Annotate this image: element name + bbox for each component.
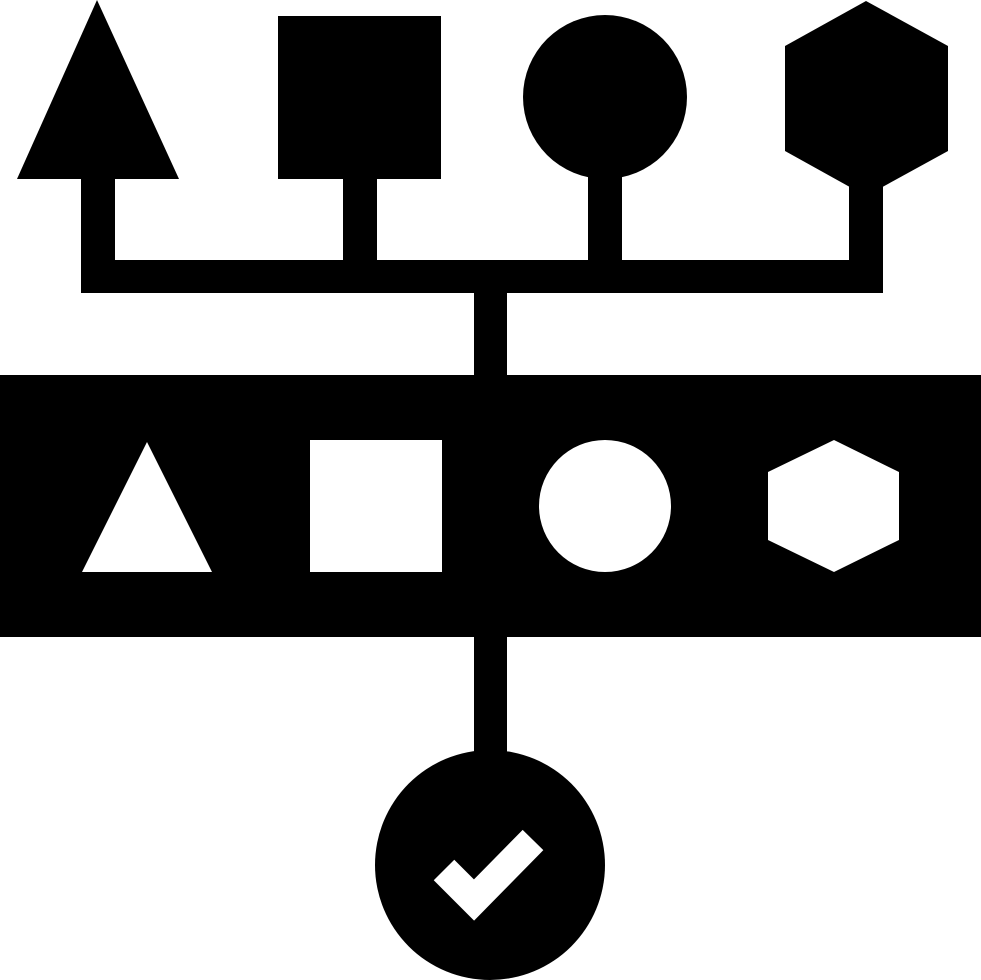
band-square-icon [310,440,442,572]
trunk-top [474,260,507,390]
top-circle-icon [523,15,687,179]
top-square-icon [278,16,441,179]
trunk-bottom [474,630,507,765]
filter-band-group [0,375,981,637]
result-group [375,750,605,980]
checkmark-icon [433,829,544,921]
top-shapes-group [17,0,948,196]
band-circle-icon [539,440,671,572]
top-hexagon-icon [785,1,948,196]
top-connectors-group [81,170,883,390]
band-triangle-icon [82,442,212,572]
band-hexagon-icon [768,440,899,572]
top-triangle-icon [17,0,179,179]
